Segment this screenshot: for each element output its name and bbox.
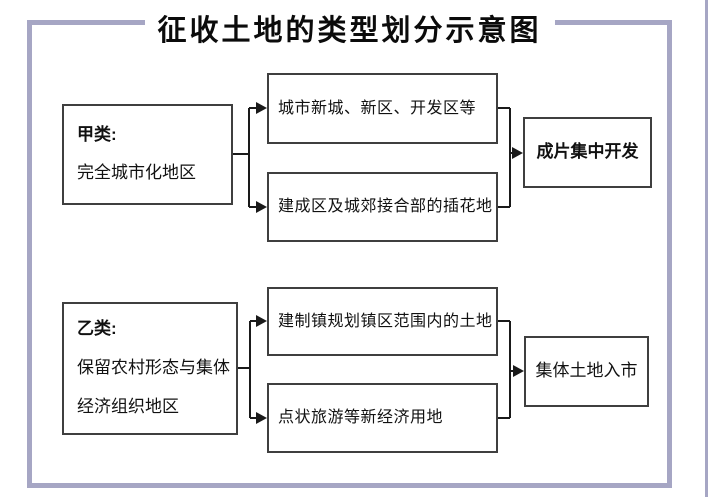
branch-box-b1: 建制镇规划镇区范围内的土地 [267,287,498,356]
branch-a1-label: 城市新城、新区、开发区等 [278,99,477,117]
source-box-class-b: 乙类: 保留农村形态与集体 经济组织地区 [62,302,238,435]
branch-box-a1: 城市新城、新区、开发区等 [267,73,498,144]
right-edge-line [705,0,708,497]
result-box-a: 成片集中开发 [523,117,652,188]
diagram-frame: 征收土地的类型划分示意图 [27,7,672,488]
branch-box-b2: 点状旅游等新经济用地 [267,383,498,453]
branch-b1-label: 建制镇规划镇区范围内的土地 [278,312,493,330]
branch-box-a2: 建成区及城郊接合部的插花地 [267,172,498,242]
branch-b2-label: 点状旅游等新经济用地 [278,409,444,427]
class-a-heading: 甲类: [77,125,117,145]
result-box-b: 集体土地入市 [524,336,649,407]
result-b-label: 集体土地入市 [535,361,638,381]
class-a-description: 完全城市化地区 [77,163,196,182]
diagram-title: 征收土地的类型划分示意图 [144,7,555,49]
source-box-class-a: 甲类: 完全城市化地区 [62,104,233,205]
class-b-description-1: 保留农村形态与集体 [77,358,230,378]
class-b-description-2: 经济组织地区 [77,396,179,416]
result-a-label: 成片集中开发 [536,142,639,162]
class-b-heading: 乙类: [77,319,117,339]
branch-a2-label: 建成区及城郊接合部的插花地 [278,198,493,216]
